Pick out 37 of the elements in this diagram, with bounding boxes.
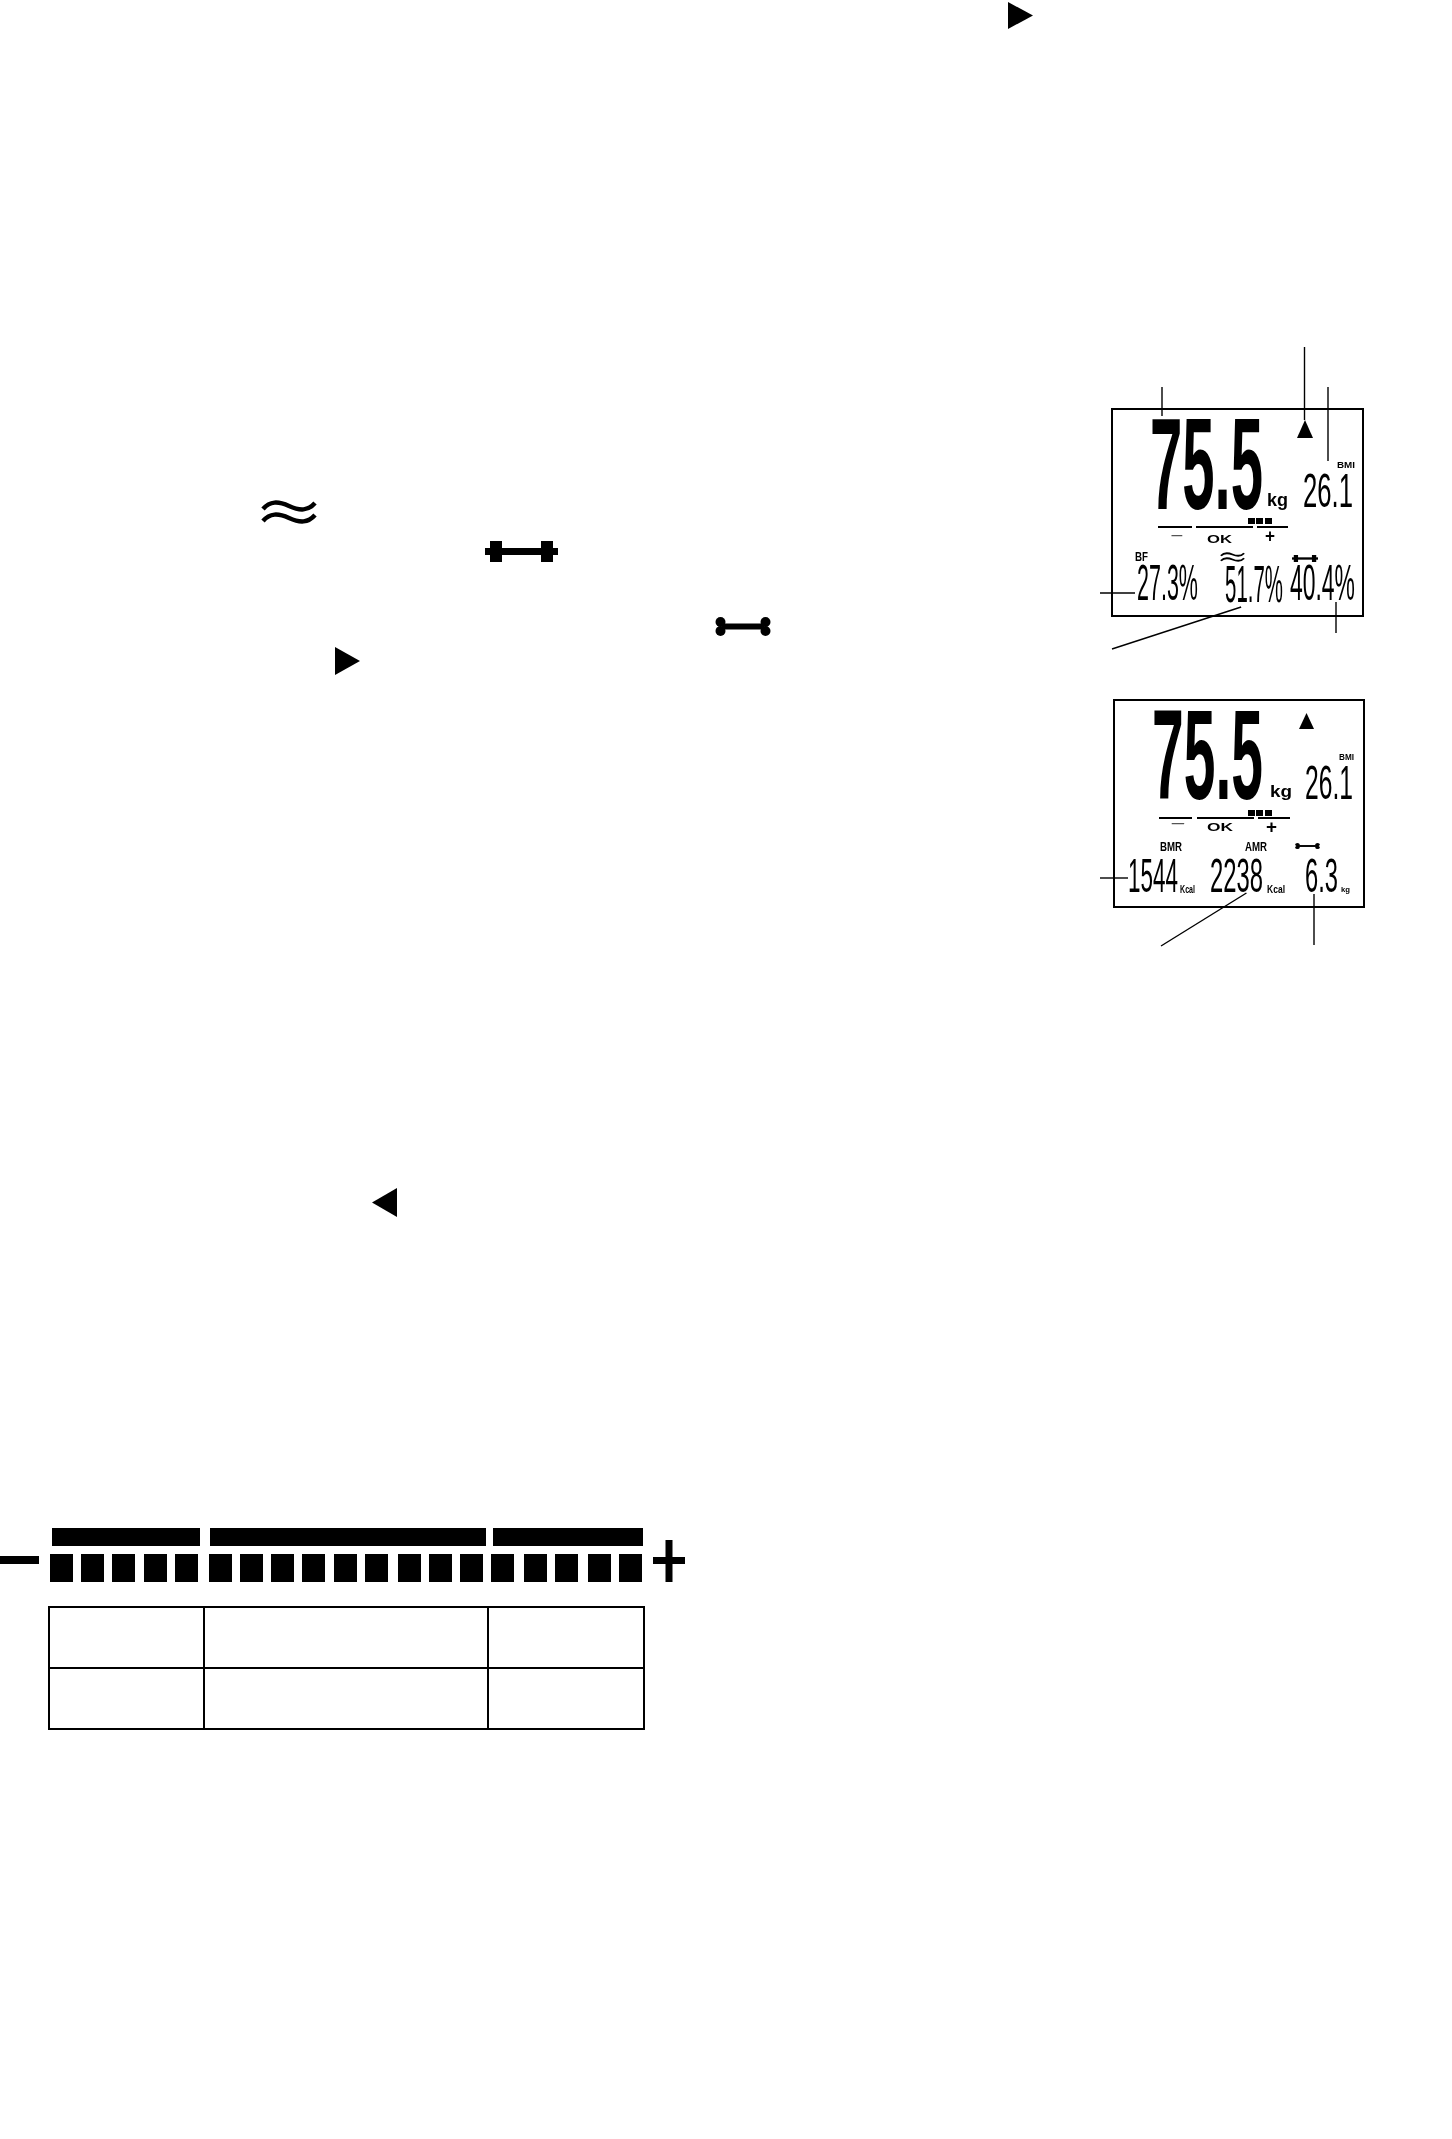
key-label: − bbox=[1170, 532, 1183, 541]
indicator-label: BMI bbox=[1337, 461, 1355, 468]
lcd-reading: 51.7% bbox=[1225, 565, 1283, 603]
lcd-reading: 26.1 bbox=[1303, 473, 1353, 508]
leader-line bbox=[1327, 386, 1329, 462]
leader-line bbox=[1160, 892, 1248, 947]
indicator-label: BF bbox=[1135, 553, 1148, 562]
leader-line bbox=[1099, 592, 1136, 594]
leader-line bbox=[1335, 601, 1337, 634]
leader-line bbox=[1111, 606, 1242, 650]
indicator-label: BMI bbox=[1339, 753, 1354, 760]
lcd-reading: 6.3 bbox=[1305, 858, 1338, 893]
indicator-label: BMR bbox=[1160, 843, 1182, 852]
lcd-reading: 40.4% bbox=[1290, 565, 1355, 602]
weight-reading: 75.5 bbox=[1152, 707, 1263, 802]
leader-line bbox=[1099, 877, 1129, 879]
lcd-display-panel bbox=[1111, 408, 1364, 617]
weight-reading: 75.5 bbox=[1150, 416, 1263, 512]
up-triangle-icon bbox=[1297, 420, 1313, 438]
unit-label: kg bbox=[1267, 494, 1288, 511]
unit-label: Kcal bbox=[1180, 885, 1195, 893]
key-label: OK bbox=[1207, 535, 1232, 543]
key-label: + bbox=[1265, 529, 1275, 543]
key-label: − bbox=[1170, 820, 1185, 829]
lcd-reading: 2238 bbox=[1210, 858, 1263, 893]
indicator-label: AMR bbox=[1245, 843, 1267, 852]
leader-line bbox=[1161, 386, 1163, 417]
leader-line bbox=[1303, 346, 1306, 421]
leader-line bbox=[1313, 893, 1315, 946]
lcd-reading: 1544 bbox=[1128, 858, 1178, 893]
lcd-display-panel bbox=[1113, 699, 1365, 908]
unit-label: Kcal bbox=[1267, 885, 1285, 893]
lcd-reading: 27.3% bbox=[1137, 565, 1198, 602]
unit-label: kg bbox=[1270, 785, 1292, 801]
key-label: + bbox=[1266, 820, 1277, 834]
lcd-reading: 26.1 bbox=[1305, 765, 1353, 800]
key-label: OK bbox=[1207, 823, 1233, 831]
